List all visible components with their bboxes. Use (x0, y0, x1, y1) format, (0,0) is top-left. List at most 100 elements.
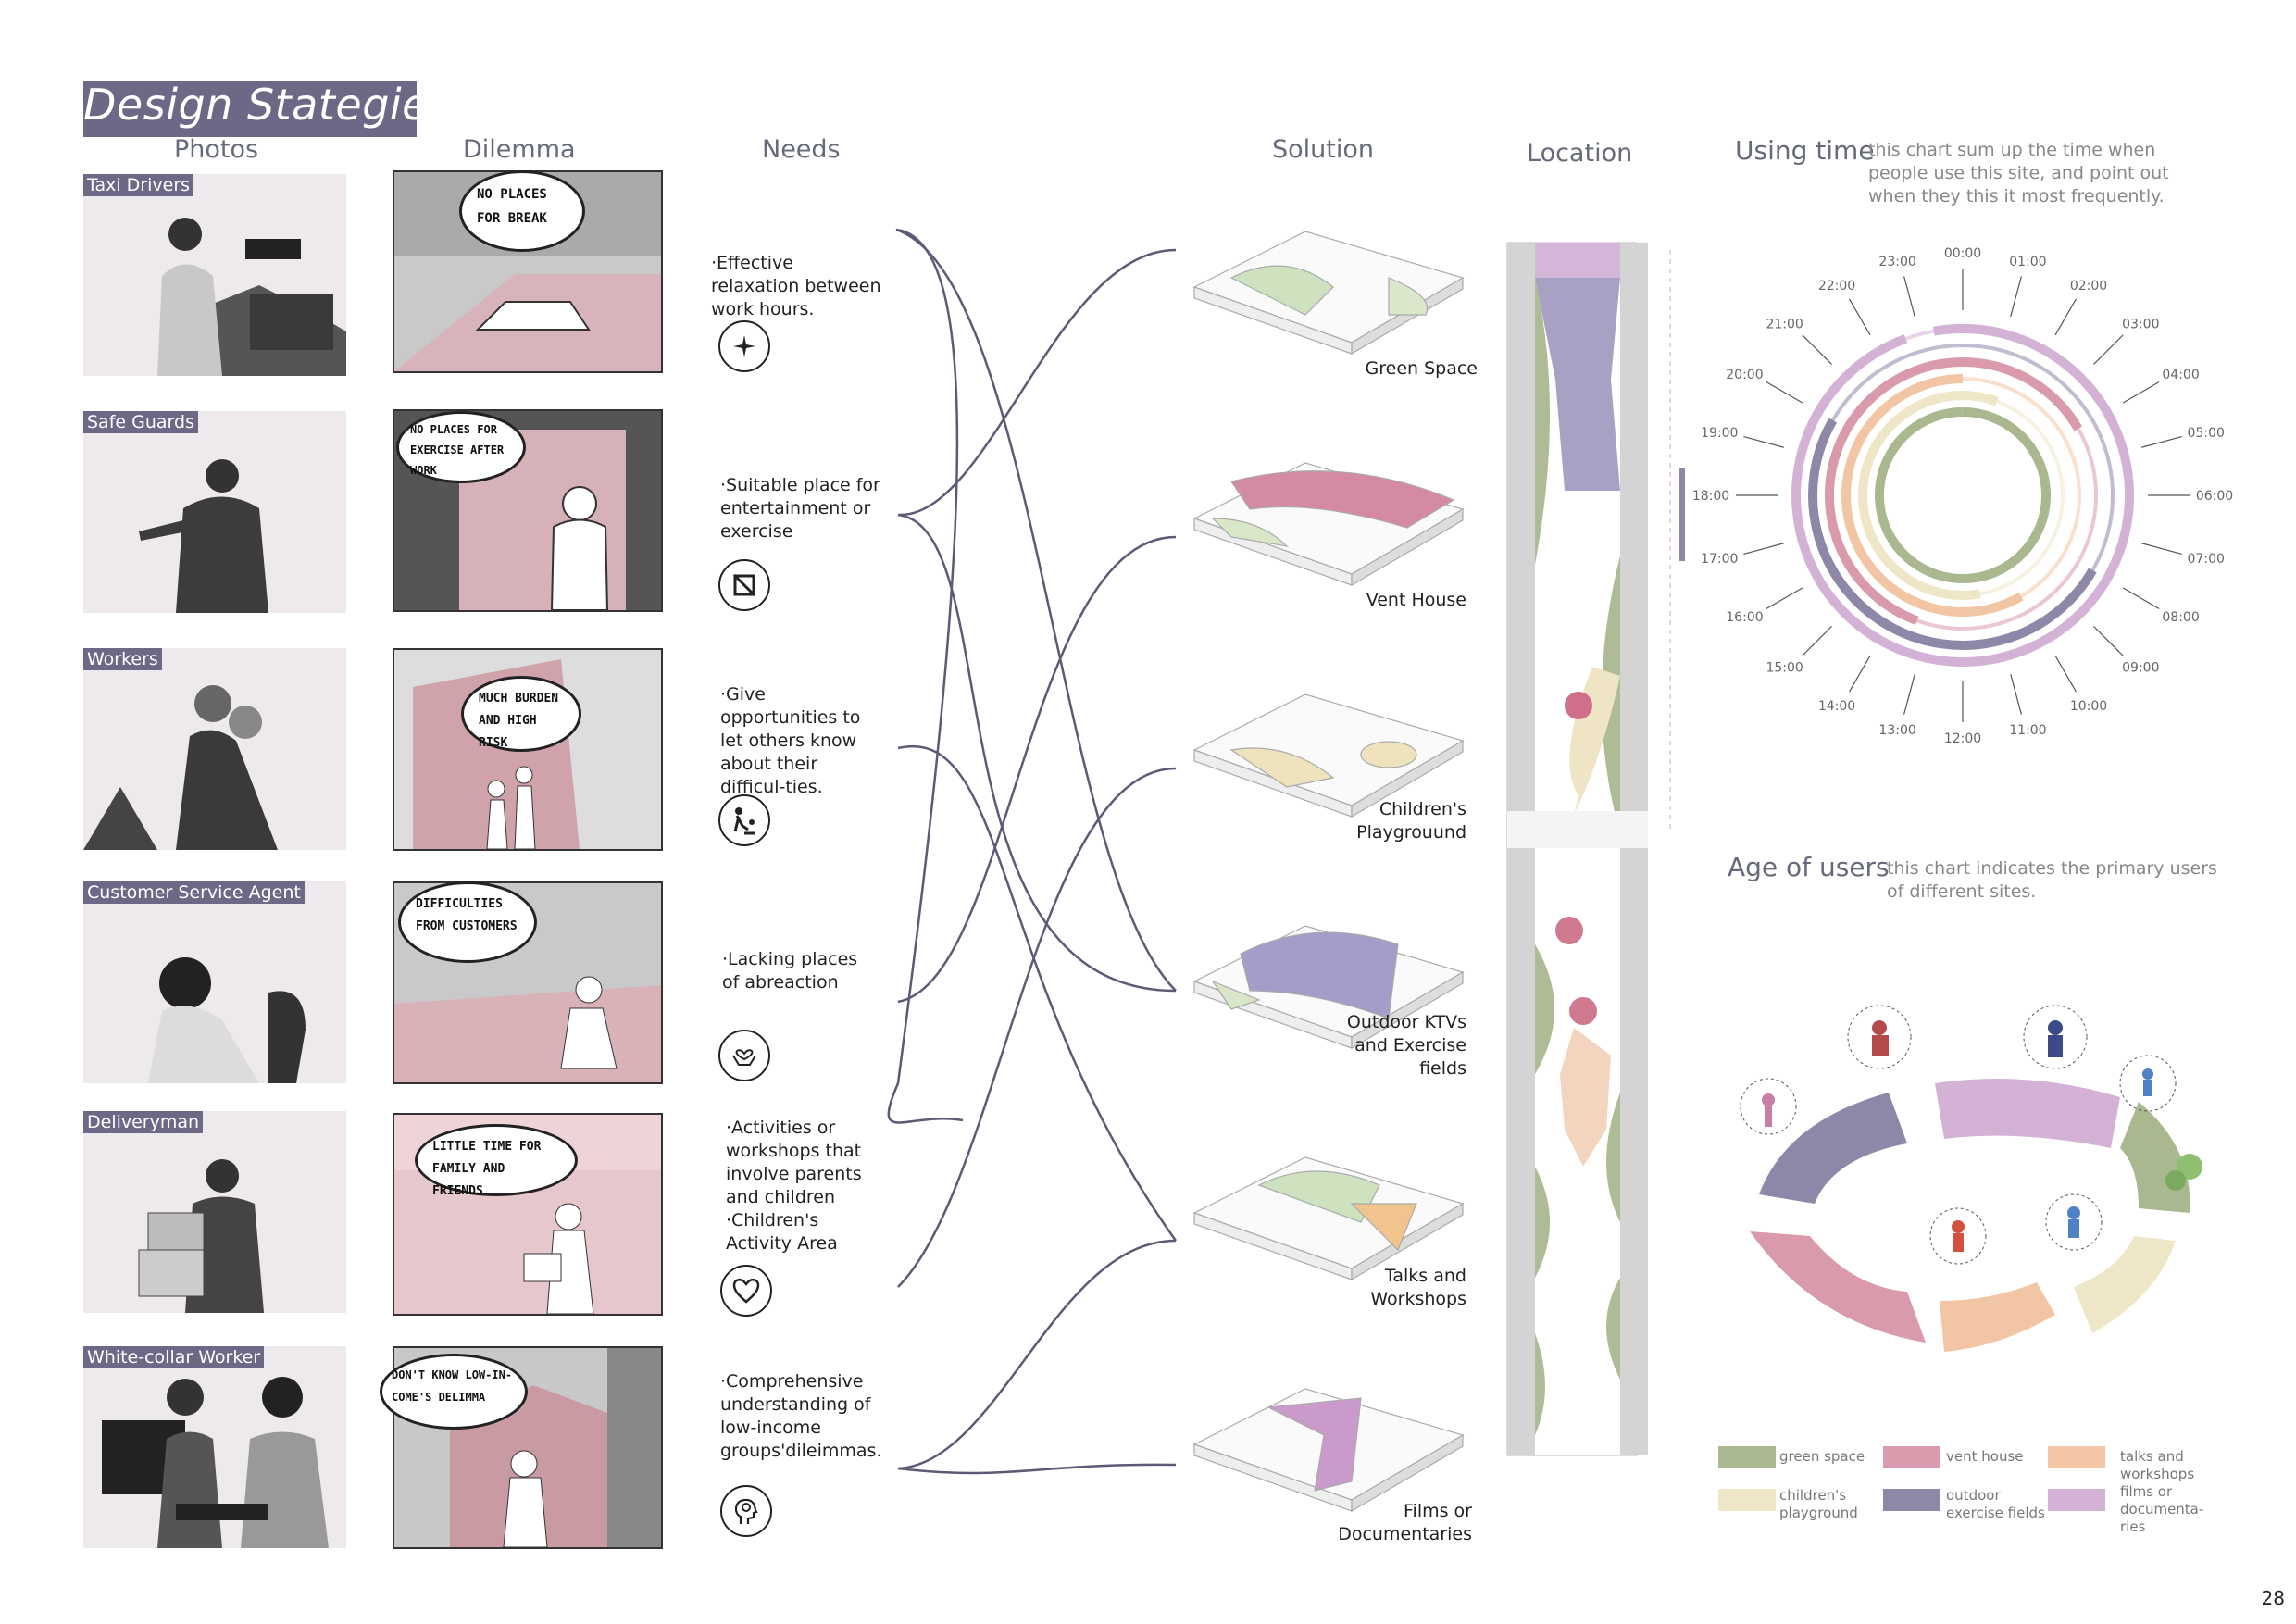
hour-tick (1743, 436, 1784, 448)
photo-customer-service-agent (83, 881, 346, 1083)
need-text: ·Activities or workshops that involve pa… (726, 1118, 862, 1254)
hour-tick (1903, 674, 1915, 715)
legend-label: films or documenta-ries (2120, 1483, 2204, 1535)
legend-swatch (1883, 1489, 1940, 1511)
hour-tick (2122, 381, 2160, 404)
hour-label: 11:00 (2009, 723, 2046, 738)
dilemma-image-1 (393, 170, 663, 373)
solution-label: Vent House (1366, 590, 1466, 610)
hour-label: 06:00 (2196, 489, 2233, 504)
helping-person-icon (718, 794, 770, 846)
hour-tick (2141, 436, 2182, 448)
series-arc (1874, 407, 2051, 583)
using-time-description: this chart sum up the time when people u… (1868, 140, 2169, 206)
occupation-label: Workers (83, 648, 162, 670)
hour-tick (2054, 655, 2078, 693)
occupation-label: Customer Service Agent (83, 881, 305, 904)
hour-tick (2122, 587, 2160, 610)
hour-tick (1848, 298, 1871, 336)
using-time-title: Using time (1735, 135, 1875, 166)
hour-label: 09:00 (2122, 660, 2159, 675)
hour-tick (2054, 298, 2078, 336)
hour-label: 10:00 (2070, 699, 2107, 714)
hour-label: 16:00 (1726, 610, 1763, 625)
legend-swatch (2048, 1489, 2105, 1511)
solution-label: Children's Playgrouund (1356, 799, 1466, 843)
no-exercise-icon (718, 559, 770, 611)
photo-taxi-driver (83, 174, 346, 376)
hour-tick (2010, 674, 2022, 715)
using-time-chart: 00:0001:0002:0003:0004:0005:0006:0007:00… (1692, 246, 2233, 746)
dilemma-bubble: DIFFICULTIES FROM CUSTOMERS (398, 881, 537, 963)
photo-deliveryman (83, 1111, 346, 1313)
location-map (1506, 242, 1671, 1456)
heart-icon (720, 1265, 772, 1317)
need-text: ·Suitable place for entertainment or exe… (720, 475, 880, 542)
column-header-needs: Needs (762, 135, 841, 164)
column-header-solution: Solution (1272, 135, 1374, 164)
hour-label: 15:00 (1766, 660, 1803, 675)
dilemma-bubble: MUCH BURDEN AND HIGH RISK (461, 676, 581, 752)
solution-label: Films or Documentaries (1338, 1501, 1472, 1544)
column-header-location: Location (1527, 139, 1633, 168)
column-header-dilemma: Dilemma (463, 135, 576, 164)
hour-label: 20:00 (1726, 368, 1763, 382)
hour-label: 05:00 (2188, 426, 2225, 441)
connection-lines (887, 228, 1178, 1475)
hour-label: 19:00 (1701, 426, 1738, 441)
sparkle-icon (718, 320, 770, 372)
legend-label: green space (1779, 1448, 1866, 1465)
head-brain-icon (720, 1485, 772, 1537)
need-text: ·Give opportunities to let others know a… (720, 684, 861, 797)
legend-swatch (1883, 1446, 1940, 1468)
legend-swatch (2048, 1446, 2105, 1468)
hour-label: 02:00 (2070, 279, 2107, 294)
need-text: ·Effective relaxation between work hours… (711, 253, 881, 319)
page-number: 28 (2261, 1587, 2285, 1609)
solution-label: Green Space (1365, 358, 1478, 379)
occupation-label: Taxi Drivers (83, 174, 194, 196)
hour-label: 04:00 (2162, 368, 2199, 382)
legend: green space vent house talks and worksho… (1718, 1444, 2255, 1546)
hands-heart-icon (718, 1030, 770, 1081)
page-title: Design Stategies (83, 80, 452, 130)
dilemma-bubble: LITTLE TIME FOR FAMILY AND FRIENDS (415, 1124, 578, 1198)
series-arc (1841, 374, 2024, 617)
childrens-playground-model (1192, 693, 1465, 818)
hour-tick (1743, 543, 1784, 555)
hour-label: 18:00 (1692, 489, 1729, 504)
legend-swatch (1718, 1446, 1776, 1468)
photo-safe-guard (83, 411, 346, 613)
hour-tick (2010, 276, 2022, 317)
dilemma-bubble: DON'T KNOW LOW-IN-COME'S DELIMMA (380, 1354, 528, 1430)
hour-label: 22:00 (1818, 279, 1855, 294)
hour-label: 21:00 (1766, 318, 1803, 332)
hour-tick (1848, 655, 1871, 693)
vent-house-model (1192, 462, 1465, 587)
hour-tick (1802, 625, 1833, 656)
hour-label: 07:00 (2188, 552, 2225, 567)
hour-label: 00:00 (1944, 246, 1981, 261)
hour-tick (2092, 334, 2124, 366)
hour-label: 08:00 (2162, 610, 2199, 625)
hour-label: 17:00 (1701, 552, 1738, 567)
occupation-label: White-collar Worker (83, 1346, 265, 1368)
legend-swatch (1718, 1489, 1776, 1511)
hour-tick (1766, 381, 1803, 404)
legend-label: children's playground (1779, 1487, 1858, 1521)
series-arc (1808, 418, 2097, 650)
photo-white-collar-worker (83, 1346, 346, 1548)
hour-tick (2092, 625, 2124, 656)
dilemma-image-2 (393, 409, 663, 612)
hour-tick (1802, 334, 1833, 366)
age-of-users-diagram (1740, 1005, 2202, 1352)
hour-label: 03:00 (2122, 318, 2159, 332)
need-text: ·Comprehensive understanding of low-inco… (720, 1371, 882, 1461)
legend-label: vent house (1946, 1448, 2024, 1465)
hour-label: 23:00 (1878, 255, 1915, 269)
photo-workers (83, 648, 346, 850)
films-documentaries-model (1192, 1388, 1465, 1513)
solution-label: Outdoor KTVs and Exercise fields (1346, 1012, 1466, 1079)
title-background (83, 81, 417, 137)
solution-label: Talks and Workshops (1370, 1266, 1466, 1309)
